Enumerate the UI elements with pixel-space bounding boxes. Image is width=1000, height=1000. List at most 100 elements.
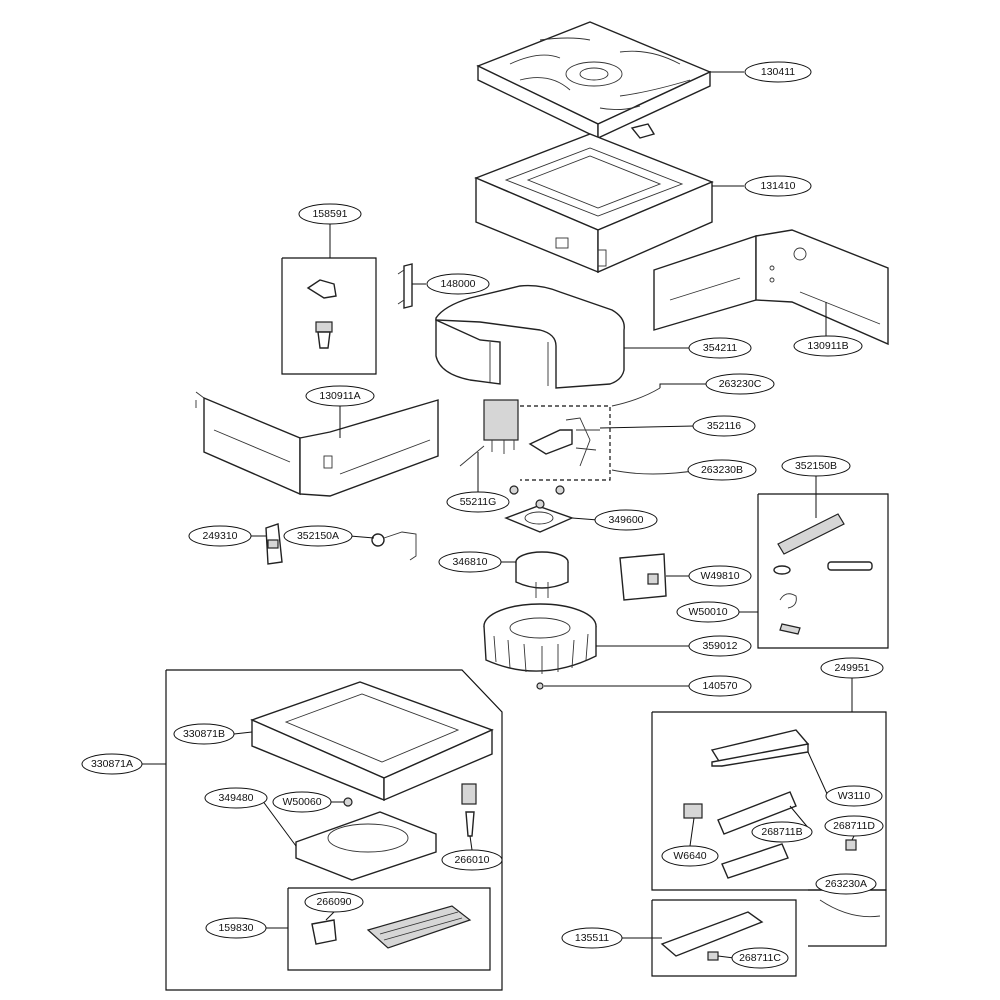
callout-263230A: 263230A xyxy=(815,873,877,895)
svg-text:55211G: 55211G xyxy=(460,496,497,508)
callout-158591: 158591 xyxy=(298,203,362,225)
svg-text:148000: 148000 xyxy=(440,278,475,290)
svg-text:158591: 158591 xyxy=(312,208,347,220)
svg-text:352150A: 352150A xyxy=(297,530,339,542)
callout-140570: 140570 xyxy=(688,675,752,697)
callout-268711C: 268711C xyxy=(731,947,789,969)
svg-text:263230C: 263230C xyxy=(719,378,762,390)
callout-W6640: W6640 xyxy=(661,845,719,867)
svg-text:330871B: 330871B xyxy=(183,728,225,740)
leader-lines xyxy=(142,71,855,959)
svg-text:130911A: 130911A xyxy=(319,390,360,402)
svg-text:W3110: W3110 xyxy=(838,790,871,802)
callout-352116: 352116 xyxy=(692,415,756,437)
callout-W49810: W49810 xyxy=(688,565,752,587)
callout-W50010: W50010 xyxy=(676,601,740,623)
svg-text:263230B: 263230B xyxy=(701,464,743,476)
frame-body-part xyxy=(474,133,714,274)
callout-130911B: 130911B xyxy=(793,335,863,357)
callout-266010: 266010 xyxy=(441,849,503,871)
kit-158591-parts xyxy=(306,279,337,349)
valve-group-frame xyxy=(520,405,611,481)
callout-W50060: W50060 xyxy=(272,791,332,813)
callout-148000: 148000 xyxy=(426,273,490,295)
kit-352150B-parts xyxy=(773,513,873,635)
bracket-148000-part xyxy=(397,263,413,309)
svg-text:354211: 354211 xyxy=(703,342,737,354)
callout-249310: 249310 xyxy=(188,525,252,547)
svg-text:268711D: 268711D xyxy=(833,820,875,832)
svg-text:W50060: W50060 xyxy=(282,796,321,808)
svg-text:135511: 135511 xyxy=(575,932,609,944)
callout-352150A: 352150A xyxy=(283,525,353,547)
svg-text:130411: 130411 xyxy=(761,66,795,78)
callout-W3110: W3110 xyxy=(825,785,883,807)
connector-266010-part xyxy=(461,783,477,837)
bracket-kit-box xyxy=(651,899,797,977)
callout-349480: 349480 xyxy=(204,787,268,809)
pcb-kit-249951-parts xyxy=(683,729,881,918)
motor-346810-part xyxy=(515,551,569,598)
svg-text:249951: 249951 xyxy=(834,662,869,674)
svg-text:131410: 131410 xyxy=(760,180,795,192)
callout-330871B: 330871B xyxy=(173,723,235,745)
svg-text:263230A: 263230A xyxy=(825,878,867,890)
grille-assembly-frame xyxy=(165,669,503,991)
callout-249951: 249951 xyxy=(820,657,884,679)
sensor-352150A-part xyxy=(371,531,417,561)
callout-263230B: 263230B xyxy=(687,459,757,481)
svg-text:140570: 140570 xyxy=(702,680,737,692)
callout-266090: 266090 xyxy=(304,891,364,913)
svg-text:W49810: W49810 xyxy=(700,570,739,582)
callout-159830: 159830 xyxy=(205,917,267,939)
display-kit-box xyxy=(287,887,491,971)
svg-text:330871A: 330871A xyxy=(91,758,133,770)
clip-249310-part xyxy=(265,523,283,565)
svg-text:268711B: 268711B xyxy=(761,826,802,838)
valve-pipe-assembly-part xyxy=(459,387,701,475)
display-kit-159830-parts xyxy=(311,905,472,949)
callout-130411: 130411 xyxy=(744,61,812,83)
cover-plate-349480-part xyxy=(295,797,437,881)
callout-359012: 359012 xyxy=(688,635,752,657)
callout-354211: 354211 xyxy=(688,337,752,359)
kit-box-352150B xyxy=(757,493,889,649)
turbo-fan-part xyxy=(483,603,597,690)
callout-263230C: 263230C xyxy=(705,373,775,395)
svg-text:349600: 349600 xyxy=(608,514,643,526)
callout-352150B: 352150B xyxy=(781,455,851,477)
side-panel-130911A-part xyxy=(195,391,439,497)
callout-131410: 131410 xyxy=(744,175,812,197)
plate-349600-part xyxy=(504,485,574,533)
grille-frame-part xyxy=(250,681,494,802)
heat-exchanger-part xyxy=(435,284,625,389)
callout-130911A: 130911A xyxy=(305,385,375,407)
svg-text:359012: 359012 xyxy=(702,640,737,652)
svg-text:352150B: 352150B xyxy=(795,460,837,472)
svg-text:159830: 159830 xyxy=(218,922,253,934)
pcb-wire-box xyxy=(808,889,887,947)
bracket-135511-part xyxy=(660,911,764,961)
svg-text:W50010: W50010 xyxy=(688,606,727,618)
callout-349600: 349600 xyxy=(594,509,658,531)
svg-text:346810: 346810 xyxy=(452,556,487,568)
side-panel-130911B-part xyxy=(653,229,889,346)
svg-text:266010: 266010 xyxy=(454,854,489,866)
callout-135511: 135511 xyxy=(561,927,623,949)
svg-text:266090: 266090 xyxy=(316,896,351,908)
callout-330871A: 330871A xyxy=(81,753,143,775)
svg-text:352116: 352116 xyxy=(707,420,741,432)
svg-text:W6640: W6640 xyxy=(673,850,706,862)
callout-55211G: 55211G xyxy=(446,491,510,513)
svg-text:130911B: 130911B xyxy=(807,340,848,352)
callout-268711D: 268711D xyxy=(824,815,884,837)
svg-text:249310: 249310 xyxy=(202,530,237,542)
kit-box-158591 xyxy=(281,257,377,375)
callout-346810: 346810 xyxy=(438,551,502,573)
svg-text:349480: 349480 xyxy=(218,792,253,804)
svg-text:268711C: 268711C xyxy=(739,952,781,964)
control-box-W49810-part xyxy=(619,553,667,601)
callout-268711B: 268711B xyxy=(751,821,813,843)
top-panel-part xyxy=(476,21,712,140)
